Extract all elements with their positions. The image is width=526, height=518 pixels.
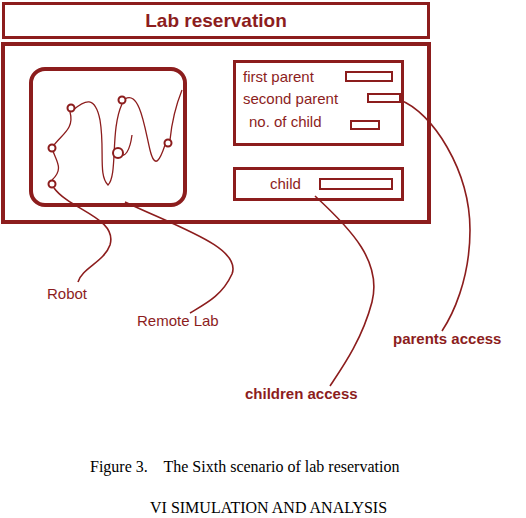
title-box: Lab reservation xyxy=(2,2,430,39)
main-frame xyxy=(3,44,429,222)
callout-label: Remote Lab xyxy=(137,313,219,330)
callout-label: children access xyxy=(245,386,358,403)
field-label: no. of child xyxy=(249,114,322,131)
input-fields xyxy=(320,72,400,189)
field-label: second parent xyxy=(243,91,338,108)
field-label: first parent xyxy=(243,69,314,86)
section-heading: VI SIMULATION AND ANALYSIS xyxy=(150,499,387,517)
figure-caption: Figure 3. The Sixth scenario of lab rese… xyxy=(90,458,399,476)
robot-paths xyxy=(52,90,182,185)
field-label: child xyxy=(270,176,301,193)
callout-label: parents access xyxy=(393,331,501,348)
title-text: Lab reservation xyxy=(5,11,427,32)
child-box: child xyxy=(233,167,404,201)
callout-label: Robot xyxy=(47,286,87,303)
remote-lab-frame xyxy=(31,69,185,205)
parents-box: first parent second parent no. of child xyxy=(233,60,404,146)
robot-symbols xyxy=(49,97,172,188)
